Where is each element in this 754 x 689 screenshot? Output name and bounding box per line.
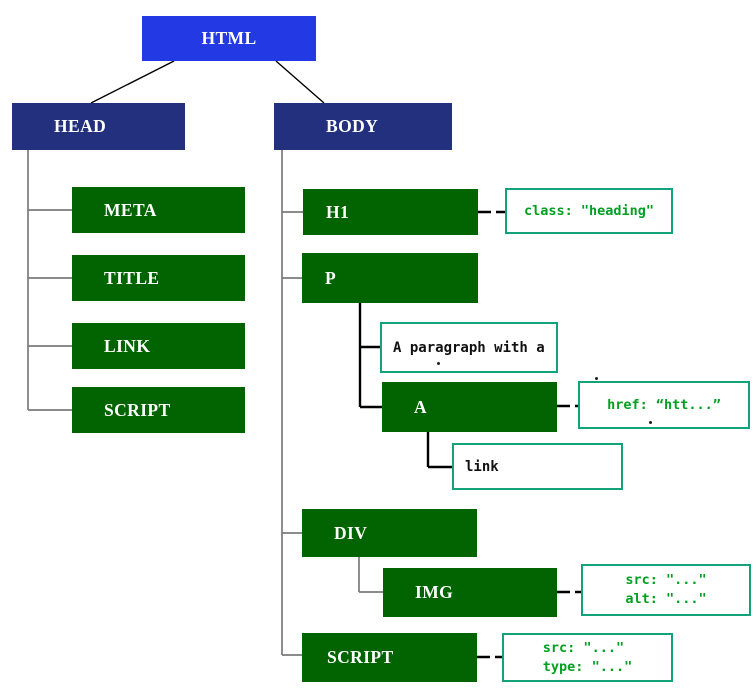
node-head: HEAD	[12, 103, 185, 150]
node-h1-label: H1	[326, 201, 350, 222]
node-html: HTML	[142, 16, 316, 61]
node-h1: H1	[303, 189, 478, 235]
text-node-link: link	[452, 443, 623, 490]
root-edge-lines	[90, 60, 325, 104]
node-link-label: LINK	[104, 335, 151, 356]
node-div-label: DIV	[334, 522, 368, 543]
stray-dot	[595, 377, 598, 380]
annotation-img-attrs: src: "..." alt: "..."	[581, 564, 751, 616]
node-body-script-label: SCRIPT	[327, 647, 394, 667]
node-p: P	[302, 253, 478, 303]
node-link: LINK	[72, 323, 245, 369]
node-head-label: HEAD	[54, 116, 107, 136]
p-subtree-lines	[358, 303, 452, 469]
annotation-script-line1: src: "..."	[542, 639, 625, 656]
node-p-label: P	[325, 267, 337, 288]
annotation-a-lines: href: “htt...”	[607, 396, 721, 415]
node-title-label: TITLE	[104, 267, 160, 288]
annotation-img-line2: alt: "..."	[625, 591, 707, 607]
annotation-a-attrs: href: “htt...”	[578, 381, 750, 429]
node-a: A	[382, 382, 557, 432]
node-meta-label: META	[104, 199, 157, 220]
head-subtree-lines	[27, 150, 72, 411]
node-img-label: IMG	[415, 582, 454, 602]
node-head-script: SCRIPT	[72, 387, 245, 433]
annotation-h1-attrs: class: "heading"	[505, 188, 673, 234]
text-node-paragraph: A paragraph with a	[380, 322, 558, 373]
annotation-script-lines: src: "..." type: "..."	[543, 639, 632, 677]
node-html-label: HTML	[201, 28, 257, 48]
body-subtree-lines	[281, 150, 383, 656]
annotation-img-line1: src: "..."	[625, 572, 707, 589]
text-node-link-label: link	[465, 458, 499, 475]
stray-dot	[437, 362, 440, 365]
node-meta: META	[72, 187, 245, 233]
node-body-label: BODY	[326, 116, 379, 136]
stray-dot	[649, 421, 652, 424]
annotation-h1-lines: class: "heading"	[524, 202, 654, 221]
node-body: BODY	[274, 103, 452, 150]
annotation-a-line1: href: “htt...”	[607, 396, 721, 413]
annotation-h1-line1: class: "heading"	[523, 202, 655, 219]
annotation-script-line2: type: "..."	[542, 658, 633, 675]
text-node-paragraph-label: A paragraph with a	[393, 339, 545, 356]
node-body-script: SCRIPT	[302, 633, 477, 682]
node-img: IMG	[383, 568, 557, 617]
annotation-script-attrs: src: "..." type: "..."	[502, 633, 673, 682]
node-head-script-label: SCRIPT	[104, 399, 171, 420]
annotation-connector-lines	[477, 210, 581, 659]
annotation-img-lines: src: "..." alt: "..."	[625, 571, 706, 609]
node-title: TITLE	[72, 255, 245, 301]
node-a-label: A	[414, 396, 428, 417]
node-div: DIV	[302, 509, 477, 557]
